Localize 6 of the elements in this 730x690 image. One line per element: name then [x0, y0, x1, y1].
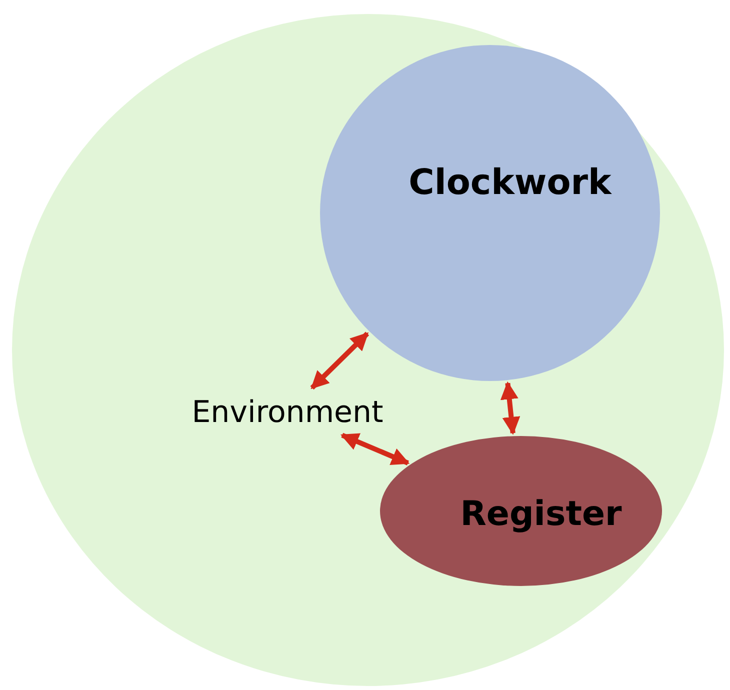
node-label: Environment	[192, 394, 384, 430]
arrow	[340, 432, 410, 466]
node-label: Register	[460, 494, 622, 534]
arrow	[500, 381, 520, 435]
arrow	[310, 332, 370, 390]
node-label: Clockwork	[408, 163, 612, 203]
